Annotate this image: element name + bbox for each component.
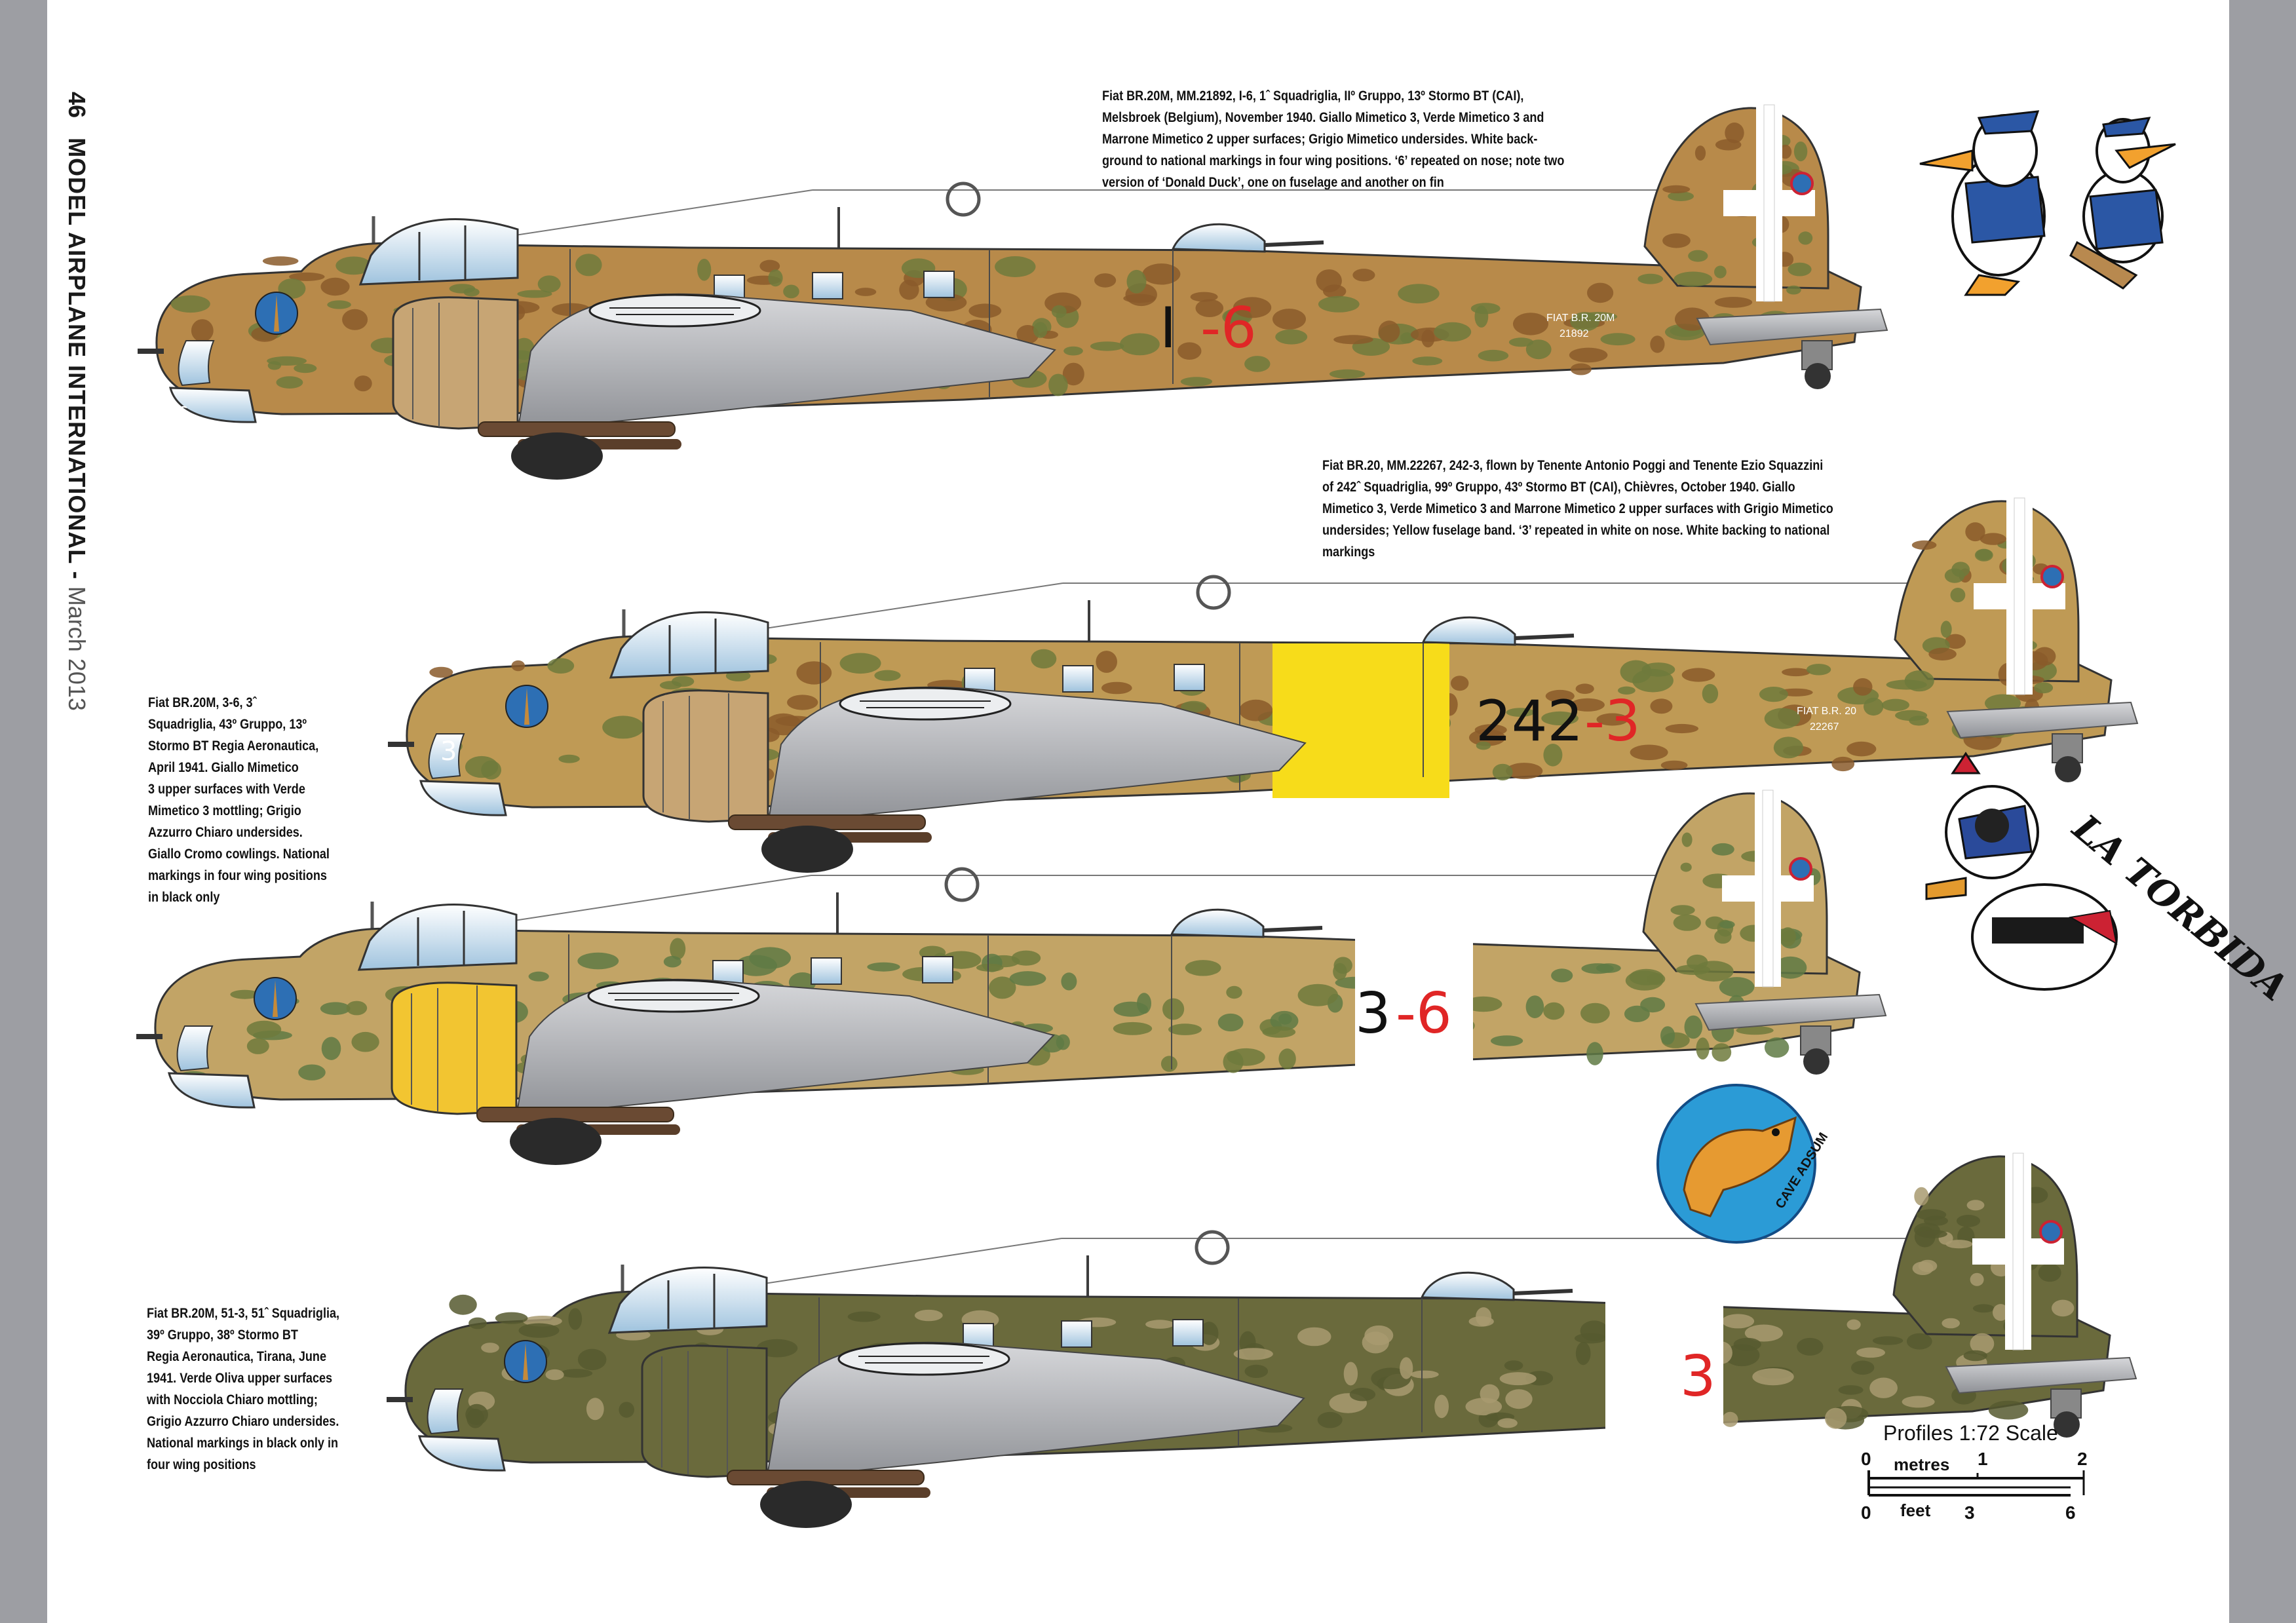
caption-line: ground to national markings in four wing…: [1102, 153, 1565, 168]
serial-number: 21892: [1559, 328, 1589, 339]
caption-line: version of ‘Donald Duck’, one on fuselag…: [1102, 175, 1444, 190]
serial-stencil-type: FIAT B.R. 20: [1797, 706, 1856, 717]
caption-line: Fiat BR.20M, 51-3, 51ˆ Squadriglia,: [147, 1306, 340, 1321]
scale-tick-top-1: 1: [1978, 1449, 1988, 1469]
caption-aircraft-2: Fiat BR.20, MM.22267, 242-3, flown by Te…: [1322, 455, 1864, 563]
squadron-code: 242: [1476, 689, 1583, 754]
scale-tick-top-2: 2: [2077, 1449, 2088, 1469]
caption-line: Squadriglia, 43º Gruppo, 13º: [148, 717, 307, 732]
squadron-code: 3: [1355, 981, 1391, 1046]
aircraft-code-number: -6: [1200, 296, 1257, 361]
fuselage-band: [1355, 937, 1473, 1068]
aircraft-profile-2: 242-3 FIAT B.R. 20 22267 3: [388, 497, 2139, 873]
scale-title: Profiles 1:72 Scale: [1883, 1421, 2058, 1445]
caption-aircraft-3: Fiat BR.20M, 3-6, 3ˆ Squadriglia, 43º Gr…: [148, 692, 362, 908]
caption-line: four wing positions: [147, 1457, 256, 1472]
caption-line: Fiat BR.20, MM.22267, 242-3, flown by Te…: [1322, 458, 1824, 473]
cave-adsum-insignia: CAVE ADSUM: [1656, 1084, 1831, 1244]
caption-line: Regia Aeronautica, Tirana, June: [147, 1349, 327, 1364]
squadron-code: I: [1160, 296, 1176, 361]
scale-tick-bottom-1: 3: [1964, 1502, 1975, 1523]
caption-line: Marrone Mimetico 2 upper surfaces; Grigi…: [1102, 132, 1538, 147]
aircraft-profile-1: I -6 FIAT B.R. 20M 21892 6: [138, 104, 1888, 480]
caption-line: 3 upper surfaces with Verde: [148, 782, 305, 797]
scale-tick-top-0: 0: [1861, 1449, 1871, 1469]
donald-duck-right-insignia: [2069, 117, 2176, 290]
caption-line: Giallo Cromo cowlings. National: [148, 847, 330, 862]
caption-line: Grigio Azzurro Chiaro undersides.: [147, 1414, 339, 1429]
caption-line: markings: [1322, 544, 1375, 560]
caption-aircraft-1: Fiat BR.20M, MM.21892, I-6, 1ˆ Squadrigl…: [1102, 85, 1598, 193]
caption-line: in black only: [148, 890, 220, 905]
caption-line: 39º Gruppo, 38º Stormo BT: [147, 1327, 298, 1343]
caption-line: Melsbroek (Belgium), November 1940. Gial…: [1102, 110, 1544, 125]
aircraft-code-number: -3: [1584, 689, 1641, 754]
caption-line: Fiat BR.20M, MM.21892, I-6, 1ˆ Squadrigl…: [1102, 88, 1524, 104]
right-page-gutter: [2229, 0, 2296, 1623]
aircraft-code-number: -6: [1396, 981, 1452, 1046]
nose-number: 3: [440, 736, 457, 767]
caption-line: 1941. Verde Oliva upper surfaces: [147, 1371, 333, 1386]
la-torbida-insignia: LA TORBIDA: [1925, 752, 2296, 1010]
caption-line: of 242ˆ Squadriglia, 99º Gruppo, 43º Sto…: [1322, 480, 1795, 495]
nose-number: 6: [177, 402, 189, 424]
caption-line: Mimetico 3, Verde Mimetico 3 and Marrone…: [1322, 501, 1833, 516]
left-page-gutter: [0, 0, 47, 1623]
caption-line: with Nocciola Chiaro mottling;: [147, 1392, 318, 1407]
donald-duck-left-insignia: [1919, 110, 2046, 296]
caption-line: Mimetico 3 mottling; Grigio: [148, 803, 301, 818]
aircraft-code-number: 3: [1680, 1344, 1716, 1409]
squadron-code: 51: [1605, 1344, 1677, 1409]
scale-tick-bottom-2: 6: [2065, 1502, 2076, 1523]
scale-unit-feet: feet: [1900, 1500, 1931, 1520]
scale-unit-metres: metres: [1894, 1455, 1949, 1474]
aircraft-profile-3: 3-6: [136, 789, 1887, 1165]
scale-tick-bottom-0: 0: [1861, 1502, 1871, 1523]
serial-number: 22267: [1810, 721, 1839, 733]
caption-aircraft-4: Fiat BR.20M, 51-3, 51ˆ Squadriglia, 39º …: [147, 1303, 361, 1476]
fuselage-band: [1605, 1300, 1723, 1431]
caption-line: National markings in black only in: [147, 1436, 339, 1451]
scale-bar: Profiles 1:72 Scale 0 1 2 metres 0 3 6 f…: [1861, 1421, 2088, 1523]
caption-line: April 1941. Giallo Mimetico: [148, 760, 299, 775]
caption-line: Fiat BR.20M, 3-6, 3ˆ: [148, 695, 257, 710]
caption-line: undersides; Yellow fuselage band. ‘3’ re…: [1322, 523, 1830, 538]
serial-stencil-type: FIAT B.R. 20M: [1546, 313, 1615, 324]
caption-line: markings in four wing positions: [148, 868, 327, 883]
caption-line: Azzurro Chiaro undersides.: [148, 825, 303, 840]
fuselage-band: [1272, 643, 1449, 798]
caption-line: Stormo BT Regia Aeronautica,: [148, 738, 319, 754]
